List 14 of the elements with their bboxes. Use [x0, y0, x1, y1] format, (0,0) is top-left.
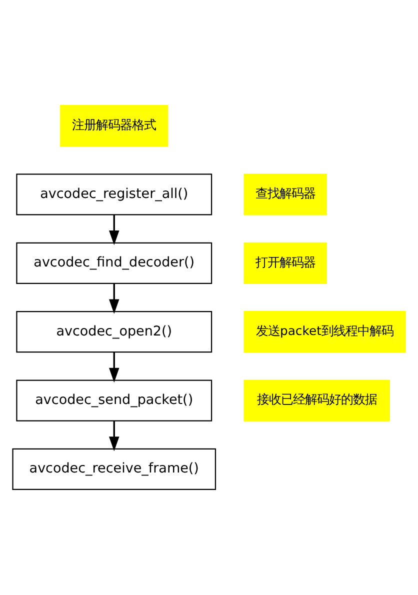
node-box: 接收已经解码好的数据 [244, 380, 390, 422]
node-box: 注册解码器格式 [60, 104, 168, 147]
node-box: avcodec_register_all() [16, 174, 212, 216]
arrow [109, 214, 120, 246]
node-box: 查找解码器 [244, 174, 327, 216]
arrow [109, 284, 120, 314]
node-box: avcodec_send_packet() [16, 380, 212, 422]
arrow [109, 420, 120, 452]
node-box: 打开解码器 [244, 242, 327, 284]
node-box: avcodec_find_decoder() [16, 242, 212, 284]
node-box: avcodec_receive_frame() [12, 448, 216, 490]
node-box: avcodec_open2() [16, 311, 212, 353]
arrow [109, 352, 120, 383]
node-box: 发送packet到线程中解码 [244, 311, 406, 353]
